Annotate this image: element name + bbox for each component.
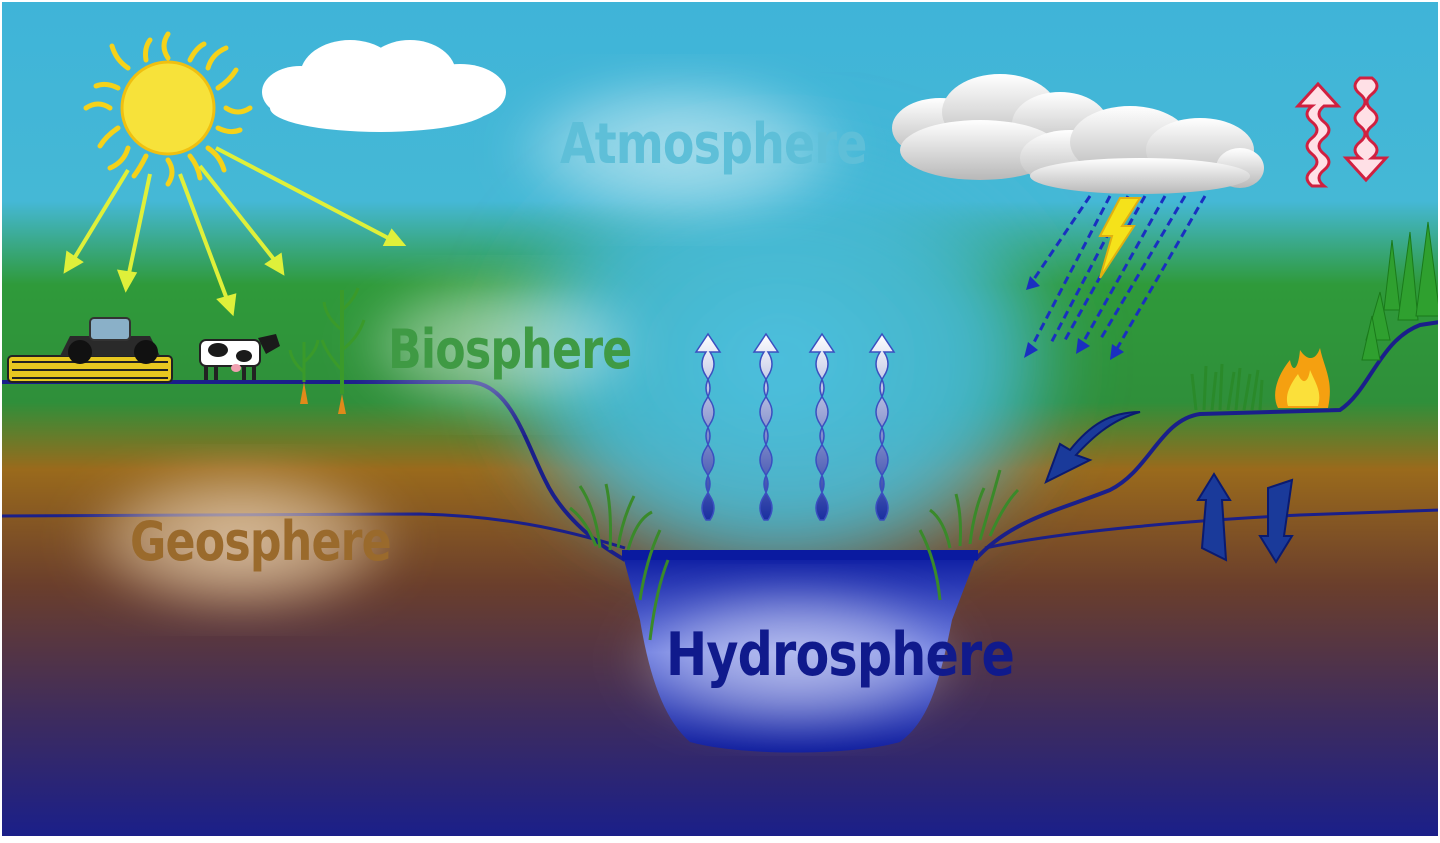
atmosphere-label: Atmosphere [560,112,867,177]
hydrosphere-label: Hydrosphere [666,620,1015,690]
lake-surface [622,550,978,560]
rain-arrowheads [1024,276,1124,360]
geosphere-label: Geosphere [130,510,392,573]
seedling-icon [288,339,320,404]
tractor-icon [7,317,173,383]
cloud-left [262,40,506,132]
evaporation-arrows [694,332,895,521]
reeds-right [918,469,1020,601]
runoff-arrow [1044,411,1141,485]
storm-cloud [892,74,1264,194]
grass-right [1190,363,1264,411]
biosphere-label: Biosphere [388,318,632,381]
corn-plant-icon [320,287,366,414]
fire-icon [1275,348,1330,408]
central-sky-glow [480,120,1080,600]
sun-rays [63,146,407,317]
trees-icon [1361,221,1440,361]
sun-icon [83,31,253,187]
lightning-icon [1098,197,1142,279]
cow-icon [199,334,280,380]
hydrosphere-glow [620,580,970,740]
geosphere-glow [70,460,410,620]
heat-exchange-icon [1294,76,1390,188]
infiltration-arrows [1196,472,1294,564]
atmosphere-glow [500,70,860,230]
biosphere-glow [350,270,650,420]
ground-surface-right [973,320,1440,562]
reeds-left [569,483,670,641]
